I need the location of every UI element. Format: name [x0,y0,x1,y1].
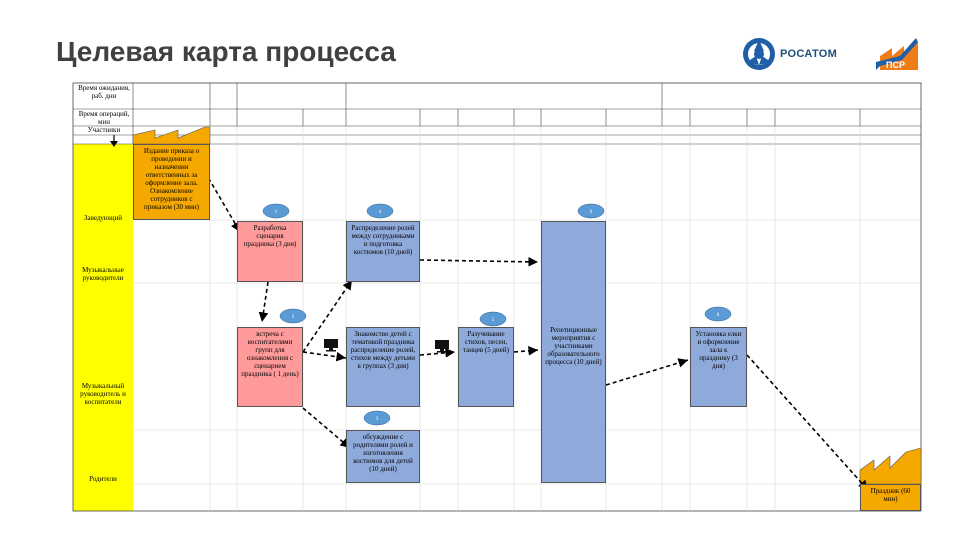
arrow-6 [419,257,539,267]
svg-text:ПСР: ПСР [886,60,905,70]
step-learning: Разучивание стихов, песен, танцев (5 дне… [458,327,514,407]
page-title: Целевая карта процесса [56,36,396,67]
start-factory-shape [132,126,211,145]
header-op-time: Время операций, мин [78,110,130,126]
badge-label: 3 [376,417,379,422]
arrow-8 [513,346,539,356]
computer-icon [435,340,449,353]
step-roles-costumes: Распределение ролей между сотрудниками и… [346,221,420,282]
header-wait-time: Время ожидания, раб. дни [78,84,130,100]
badge-label: 2 [292,315,295,320]
badge-cloud-icon [366,203,394,219]
end-factory-shape [859,447,922,485]
step-meeting-teachers: встреча с воспитателями групп для ознако… [237,327,303,407]
rosatom-logo-text: РОСАТОМ [780,48,838,60]
lane-label-music-teachers: Музыкальный руководитель и воспитатели [80,382,126,406]
badge-label: 8 [717,313,720,318]
arrow-9 [605,358,689,386]
arrow-7 [419,348,456,358]
badge-cloud-icon [704,306,732,322]
step-order: Издание приказа о проведении и назначени… [133,144,210,220]
badge-label: 5 [492,318,495,323]
badge-cloud-icon [479,311,507,327]
step-parents-discussion: обсуждение с родителями ролей и изготовл… [346,430,420,483]
badge-label: 6 [590,210,593,215]
step-script: Разработка сценария праздника (3 дня) [237,221,303,282]
badge-cloud-icon [262,203,290,219]
header-participants: Участники [87,126,121,134]
arrow-3 [302,351,347,362]
badge-cloud-icon [363,410,391,426]
badge-label: 1 [275,210,278,215]
step-tree-decor: Установка елки и оформление зала к празд… [690,327,747,407]
arrow-1 [204,171,241,233]
computer-icon [324,339,338,352]
arrow-2 [258,281,269,323]
arrow-5 [302,407,351,449]
arrow-10 [746,354,869,491]
lane-column [73,144,133,511]
step-rehearsals: Репетиционные мероприятия с участниками … [541,221,606,483]
pps-logo-icon: ПСР [876,38,918,70]
lane-label-music: Музыкальные руководители [82,266,124,282]
lane-label-head: Заведующий [83,214,123,222]
arrow-4 [302,279,353,353]
badge-cloud-icon [279,308,307,324]
rosatom-logo: РОСАТОМ [742,37,882,73]
rosatom-logo-icon [743,38,775,70]
lane-label-parents: Родители [89,475,117,483]
badge-label: 4 [379,210,382,215]
step-holiday: Праздник (60 мин) [860,484,921,511]
badge-cloud-icon [577,203,605,219]
step-children-roles: Знакомство детей с тематикой праздника р… [346,327,420,407]
